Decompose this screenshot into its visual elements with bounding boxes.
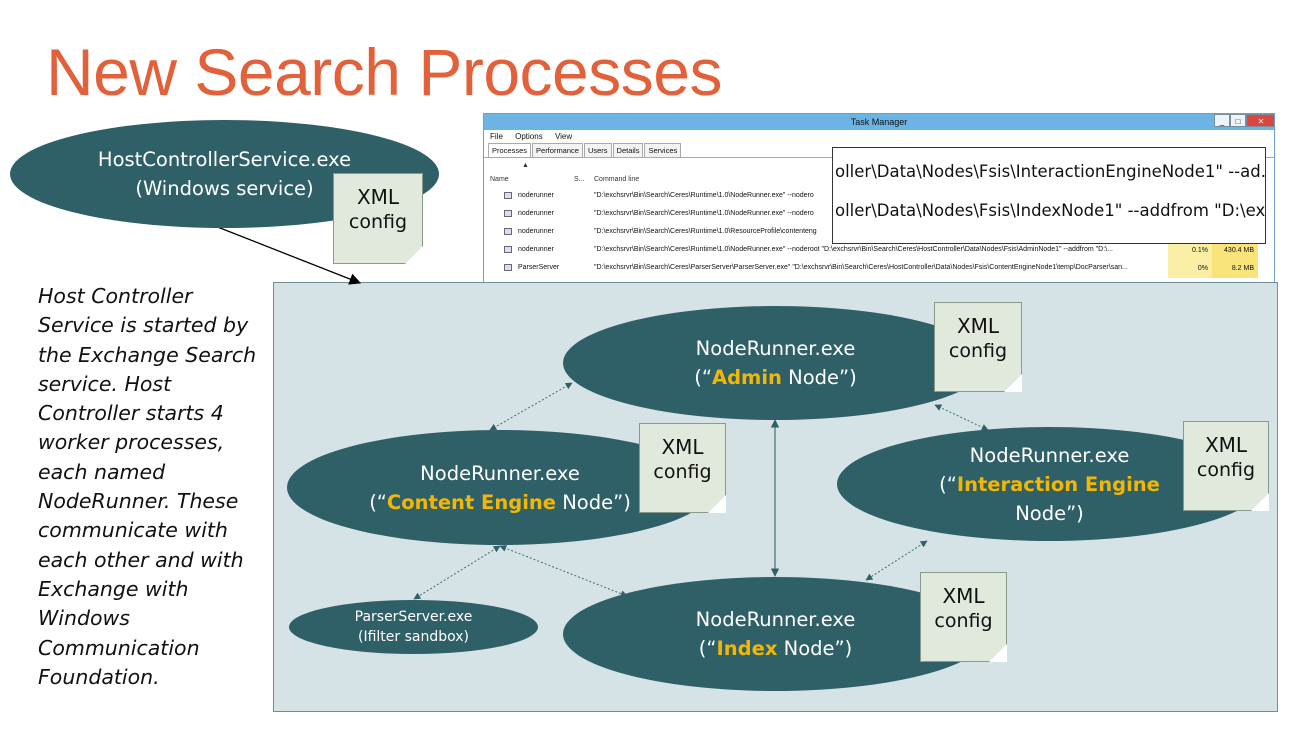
interaction-index-link — [865, 540, 928, 581]
xml-config-label: XML — [956, 314, 1000, 338]
menu-file[interactable]: File — [490, 132, 503, 141]
process-name: noderunner — [518, 228, 554, 235]
xml-config-note-interaction: XML config — [1183, 421, 1269, 511]
xml-config-label: XML — [942, 584, 985, 608]
xml-config-sublabel: config — [653, 461, 712, 483]
content-parser-link — [413, 545, 501, 600]
tab-performance[interactable]: Performance — [532, 143, 583, 157]
process-name: noderunner — [518, 192, 554, 199]
close-icon[interactable]: ✕ — [1246, 114, 1274, 127]
xml-config-sublabel: config — [1196, 459, 1256, 481]
tab-users[interactable]: Users — [583, 143, 612, 157]
table-row[interactable]: noderunner "D:\exchsrvr\Bin\Search\Ceres… — [484, 206, 1274, 224]
admin-interaction-link — [934, 404, 989, 431]
process-cpu: 0% — [1168, 260, 1212, 278]
table-row[interactable]: noderunner "D:\exchsrvr\Bin\Search\Ceres… — [484, 242, 1274, 260]
interaction-node-open: (“ — [939, 472, 957, 496]
maximize-icon[interactable]: □ — [1230, 114, 1246, 127]
process-icon — [504, 210, 512, 217]
process-name: noderunner — [518, 246, 554, 253]
sort-arrow-icon: ▲ — [522, 162, 529, 169]
process-command: "D:\exchsrvr\Bin\Search\Ceres\Runtime\1.… — [594, 192, 814, 199]
process-icon — [504, 264, 512, 271]
host-to-panel-arrow — [214, 225, 362, 285]
column-command-line[interactable]: Command line — [594, 176, 640, 183]
host-controller-exe: HostControllerService.exe — [97, 148, 352, 171]
xml-config-label: XML — [661, 435, 704, 459]
column-name[interactable]: Name — [490, 176, 509, 183]
process-memory: 430.4 MB — [1212, 242, 1258, 260]
admin-content-link — [489, 382, 573, 431]
description-text: Host Controller Service is started by th… — [38, 284, 257, 689]
task-manager-titlebar: Task Manager _ □ ✕ — [484, 114, 1274, 130]
host-controller-type: (Windows service) — [135, 177, 314, 200]
process-memory: 8.2 MB — [1212, 260, 1258, 278]
content-node-open: (“ — [369, 490, 387, 514]
admin-node-exe: NodeRunner.exe — [695, 337, 856, 360]
interaction-node-exe: NodeRunner.exe — [969, 443, 1130, 467]
interaction-node-close: Node”) — [1015, 501, 1084, 525]
zoom-line-index: oller\Data\Nodes\Fsis\IndexNode1" --addf… — [835, 201, 1266, 220]
table-row[interactable]: noderunner "D:\exchsrvr\Bin\Search\Ceres… — [484, 188, 1274, 206]
process-command: "D:\exchsrvr\Bin\Search\Ceres\Runtime\1.… — [594, 228, 817, 235]
tab-details[interactable]: Details — [612, 143, 644, 157]
xml-config-note-index: XML config — [920, 572, 1007, 662]
process-name: noderunner — [518, 210, 554, 217]
xml-config-note-content: XML config — [639, 423, 726, 513]
process-table-body: noderunner "D:\exchsrvr\Bin\Search\Ceres… — [484, 188, 1274, 278]
page-title: New Search Processes — [46, 35, 722, 109]
table-row[interactable]: ParserServer "D:\exchsrvr\Bin\Search\Cer… — [484, 260, 1274, 278]
process-name: ParserServer — [518, 264, 560, 271]
parser-server-exe: ParserServer.exe — [354, 609, 473, 625]
xml-config-sublabel: config — [348, 211, 408, 233]
xml-config-sublabel: config — [948, 340, 1008, 362]
menu-view[interactable]: View — [554, 132, 573, 141]
process-icon — [504, 228, 512, 235]
table-row[interactable]: noderunner "D:\exchsrvr\Bin\Search\Ceres… — [484, 224, 1274, 242]
admin-node: NodeRunner.exe (“Admin Node”) — [563, 306, 988, 420]
index-node-exe: NodeRunner.exe — [695, 608, 856, 631]
command-line-zoom: oller\Data\Nodes\Fsis\InteractionEngineN… — [832, 147, 1266, 244]
process-cpu: 0.1% — [1168, 242, 1212, 260]
parser-server-node: ParserServer.exe (Ifilter sandbox) — [289, 600, 538, 654]
column-status[interactable]: S... — [574, 176, 585, 183]
process-command: "D:\exchsrvr\Bin\Search\Ceres\Runtime\1.… — [594, 246, 1113, 253]
process-command: "D:\exchsrvr\Bin\Search\Ceres\Runtime\1.… — [594, 210, 814, 217]
xml-config-note-admin: XML config — [934, 302, 1022, 392]
xml-config-label: XML — [356, 185, 400, 209]
task-manager-menubar: File Options View — [484, 130, 1274, 143]
index-node: NodeRunner.exe (“Index Node”) — [563, 577, 988, 691]
content-node-exe: NodeRunner.exe — [420, 461, 580, 485]
admin-node-open: (“ — [694, 366, 712, 389]
content-index-link — [499, 545, 628, 597]
parser-server-type: (Ifilter sandbox) — [357, 629, 469, 645]
admin-node-role: Admin — [711, 366, 782, 389]
menu-options[interactable]: Options — [515, 132, 543, 141]
index-node-open: (“ — [698, 637, 717, 660]
process-icon — [504, 246, 512, 253]
process-command: "D:\exchsrvr\Bin\Search\Ceres\ParserServ… — [594, 264, 1128, 271]
interaction-node-role: Interaction Engine — [956, 472, 1160, 496]
task-manager-title: Task Manager — [850, 117, 908, 127]
tab-processes[interactable]: Processes — [488, 143, 532, 157]
content-node-role: Content Engine — [386, 490, 556, 514]
process-icon — [504, 192, 512, 199]
xml-config-sublabel: config — [934, 610, 993, 632]
process-table-header: ▲ Name S... Command line — [484, 158, 1274, 188]
minimize-icon[interactable]: _ — [1214, 114, 1230, 127]
zoom-line-interaction: oller\Data\Nodes\Fsis\InteractionEngineN… — [835, 162, 1266, 181]
tab-services[interactable]: Services — [644, 143, 682, 157]
xml-config-note-host: XML config — [333, 173, 423, 264]
admin-node-close: Node”) — [781, 366, 857, 389]
index-node-role: Index — [716, 637, 778, 660]
xml-config-label: XML — [1204, 433, 1248, 457]
index-node-close: Node”) — [777, 637, 853, 660]
content-node-close: Node”) — [556, 490, 631, 514]
